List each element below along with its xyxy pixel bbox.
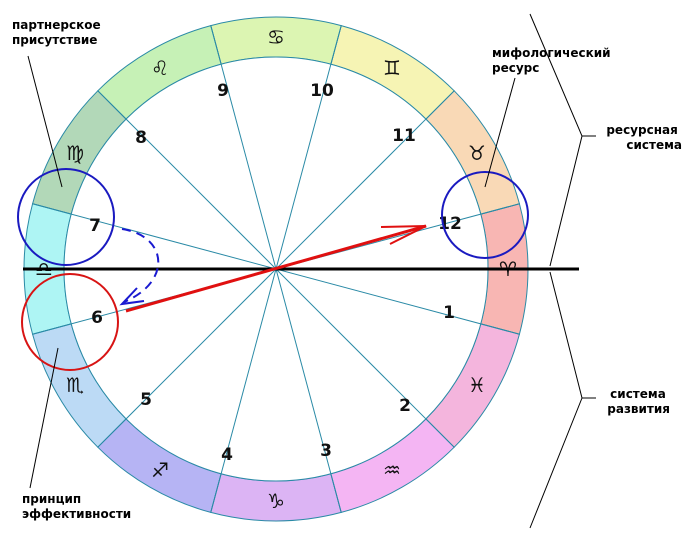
sagittarius-icon: ♐ (151, 458, 169, 482)
house-number-6: 6 (91, 308, 103, 328)
house-number-5: 5 (140, 390, 152, 410)
libra-highlight-circle (17, 168, 115, 266)
house-number-11: 11 (392, 126, 416, 146)
principle-label: принцип эффективности (22, 492, 131, 521)
zodiac-ring: ♈♉♊♋♌♍♎♏♐♑♒♓ (23, 16, 529, 522)
development-system-line1: система (610, 387, 666, 401)
house-number-8: 8 (135, 128, 147, 148)
development-system-line2: развития (607, 402, 670, 416)
partner-label-line2: присутствие (12, 33, 97, 47)
taurus-icon: ♉ (468, 141, 486, 165)
gemini-icon: ♊ (383, 56, 401, 80)
resource-system-line2: система (626, 138, 682, 152)
red-arrow-head (380, 225, 427, 245)
partner-pointer (27, 55, 63, 188)
house-number-9: 9 (217, 81, 229, 101)
scorpio-icon: ♏ (66, 373, 84, 397)
partner-label-line1: партнерское (12, 18, 101, 32)
house-number-2: 2 (399, 396, 411, 416)
house-number-7: 7 (89, 216, 101, 236)
house-number-10: 10 (310, 81, 334, 101)
principle-pointer (29, 347, 59, 489)
myth-label-line2: ресурс (492, 61, 539, 75)
principle-label-line1: принцип (22, 492, 81, 506)
myth-label-line1: мифологический (492, 46, 611, 60)
aquarius-icon: ♒ (383, 458, 401, 482)
development-system-label: система развития (607, 387, 670, 416)
blue-dashed-arrow (121, 228, 160, 303)
house-number-3: 3 (320, 441, 332, 461)
myth-label: мифологический ресурс (492, 46, 615, 75)
pisces-highlight-circle (441, 171, 529, 259)
principle-label-line2: эффективности (22, 507, 131, 521)
leo-icon: ♌ (151, 56, 169, 80)
development-bracket (529, 271, 583, 529)
blue-arrow-head (119, 287, 145, 306)
partner-label: партнерское присутствие (12, 18, 105, 47)
red-arrow-line (125, 224, 427, 313)
resource-system-line1: ресурсная (606, 123, 677, 137)
pisces-icon: ♓ (468, 373, 486, 397)
capricorn-icon: ♑ (267, 489, 285, 513)
house-number-1: 1 (443, 303, 455, 323)
virgo-icon: ♍ (66, 141, 84, 165)
cancer-icon: ♋ (267, 25, 285, 49)
house-number-4: 4 (221, 445, 233, 465)
virgo-highlight-circle (21, 273, 119, 371)
resource-system-label: ресурсная система (606, 123, 682, 152)
myth-pointer (484, 77, 516, 188)
